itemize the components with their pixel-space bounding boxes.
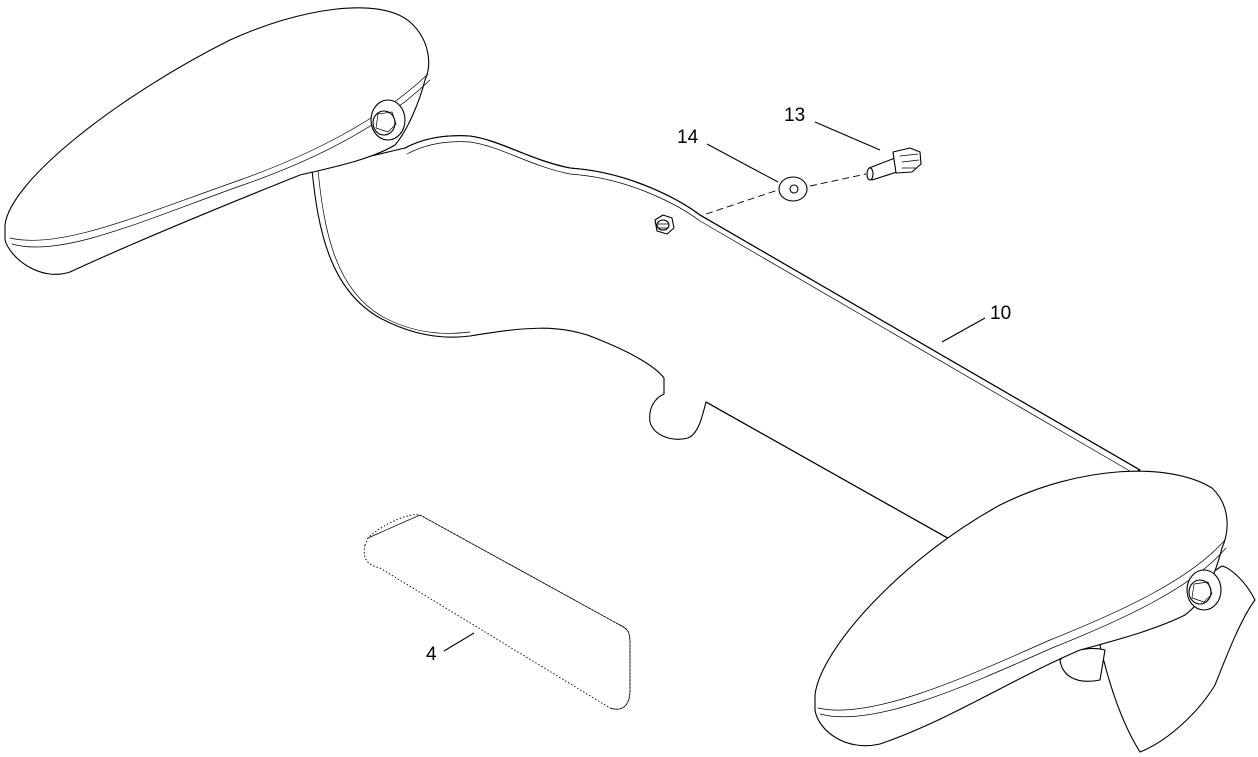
leader-4 xyxy=(443,632,475,652)
decal xyxy=(363,514,631,710)
assembly-path xyxy=(705,173,867,215)
leader-14 xyxy=(706,143,779,183)
flange-bolt xyxy=(866,147,922,181)
callout-14: 14 xyxy=(677,127,699,148)
weld-nut xyxy=(654,214,675,235)
left-arm-pad xyxy=(4,7,431,275)
callout-10: 10 xyxy=(990,303,1011,324)
leader-13 xyxy=(814,121,881,151)
armrest-bracket-plate xyxy=(311,135,1141,546)
right-arm-pad xyxy=(814,470,1256,753)
washer xyxy=(778,176,808,202)
right-pad-knob xyxy=(1186,569,1222,611)
leader-10 xyxy=(941,317,986,343)
callout-4: 4 xyxy=(426,644,437,665)
left-pad-knob xyxy=(370,99,406,141)
callout-13: 13 xyxy=(784,105,805,126)
